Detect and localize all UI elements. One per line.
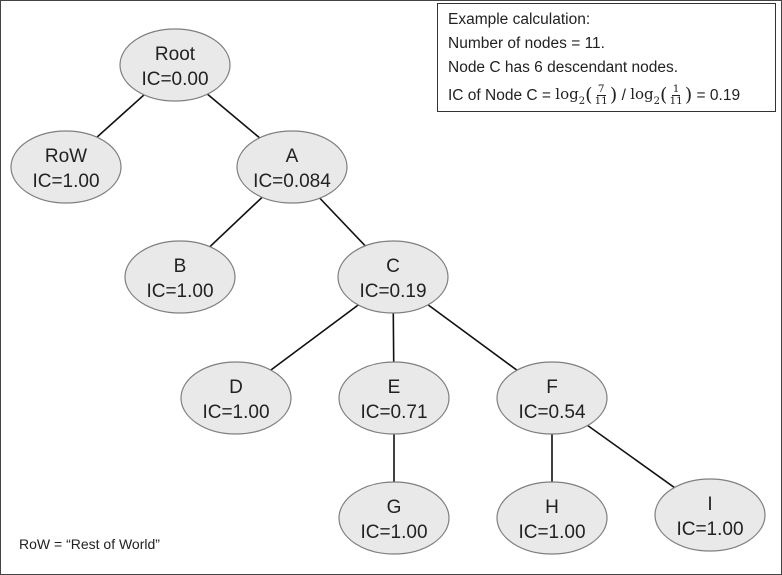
node-a-label: A [286, 146, 299, 167]
log-1: log2 [555, 82, 585, 109]
log-2: log2 [630, 82, 660, 109]
node-f: F IC=0.54 [496, 361, 608, 435]
divide-sign: / [617, 86, 631, 104]
node-g-ic: IC=1.00 [360, 522, 427, 543]
calc-title: Example calculation: [448, 11, 591, 28]
fraction-1-numerator: 7 [596, 83, 606, 96]
node-h-label: H [545, 497, 559, 518]
formula-result: = 0.19 [692, 86, 741, 104]
node-c: C IC=0.19 [337, 240, 449, 314]
node-a-ic: IC=0.084 [253, 171, 331, 192]
node-g: G IC=1.00 [338, 481, 450, 555]
node-i-ic: IC=1.00 [676, 519, 743, 540]
log-base-2: 2 [653, 96, 661, 107]
node-g-label: G [387, 497, 402, 518]
log-word-2: log [630, 85, 654, 103]
fraction-1: 7 11 [594, 84, 609, 107]
node-e-label: E [388, 377, 401, 398]
row-legend-note: RoW = “Rest of World” [19, 536, 160, 552]
tree-nodes: RootIC=0.00RoWIC=1.00AIC=0.084BIC=1.00CI… [10, 28, 766, 555]
node-a-ellipse [236, 130, 348, 204]
node-root-label: Root [155, 44, 196, 65]
node-d: D IC=1.00 [180, 361, 292, 435]
node-e: E IC=0.71 [338, 361, 450, 435]
node-h: H IC=1.00 [496, 481, 608, 555]
node-row: RoW IC=1.00 [10, 130, 122, 204]
node-i: I IC=1.00 [654, 478, 766, 552]
node-a: A IC=0.084 [236, 130, 348, 204]
log-base-1: 2 [578, 96, 586, 107]
node-b-label: B [174, 256, 187, 277]
formula-prefix: IC of Node C = [448, 86, 556, 104]
node-d-ellipse [180, 361, 292, 435]
node-g-ellipse [338, 481, 450, 555]
close-paren-2: ) [684, 84, 693, 106]
open-paren-2: ( [660, 84, 668, 106]
example-calculation-box: Example calculation: Number of nodes = 1… [437, 3, 776, 112]
node-e-ic: IC=0.71 [360, 402, 427, 423]
fraction-2-numerator: 1 [671, 83, 681, 96]
node-root-ellipse [119, 28, 231, 102]
node-h-ellipse [496, 481, 608, 555]
node-b: B IC=1.00 [124, 240, 236, 314]
node-f-label: F [546, 377, 558, 398]
node-d-label: D [229, 377, 243, 398]
node-b-ic: IC=1.00 [146, 281, 213, 302]
node-i-label: I [707, 494, 712, 515]
node-row-ic: IC=1.00 [32, 171, 99, 192]
log-word-1: log [555, 85, 579, 103]
fraction-2: 1 11 [668, 84, 683, 107]
fraction-1-denominator: 11 [594, 95, 608, 107]
open-paren-1: ( [585, 84, 593, 106]
node-h-ic: IC=1.00 [518, 522, 585, 543]
node-root-ic: IC=0.00 [141, 69, 208, 90]
node-f-ellipse [496, 361, 608, 435]
node-f-ic: IC=0.54 [518, 402, 586, 423]
node-c-label: C [386, 256, 400, 277]
ic-formula: IC of Node C = log2 ( 7 11 ) / log2 ( 1 … [448, 82, 775, 109]
node-c-ellipse [337, 240, 449, 314]
node-b-ellipse [124, 240, 236, 314]
calc-descendants: Node C has 6 descendant nodes. [448, 59, 679, 76]
calc-node-count: Number of nodes = 11. [448, 35, 605, 52]
fraction-2-denominator: 11 [669, 95, 683, 107]
node-e-ellipse [338, 361, 450, 435]
node-c-ic: IC=0.19 [359, 281, 426, 302]
close-paren-1: ) [609, 84, 618, 106]
node-i-ellipse [654, 478, 766, 552]
node-row-ellipse [10, 130, 122, 204]
node-d-ic: IC=1.00 [202, 402, 269, 423]
node-row-label: RoW [45, 146, 87, 167]
